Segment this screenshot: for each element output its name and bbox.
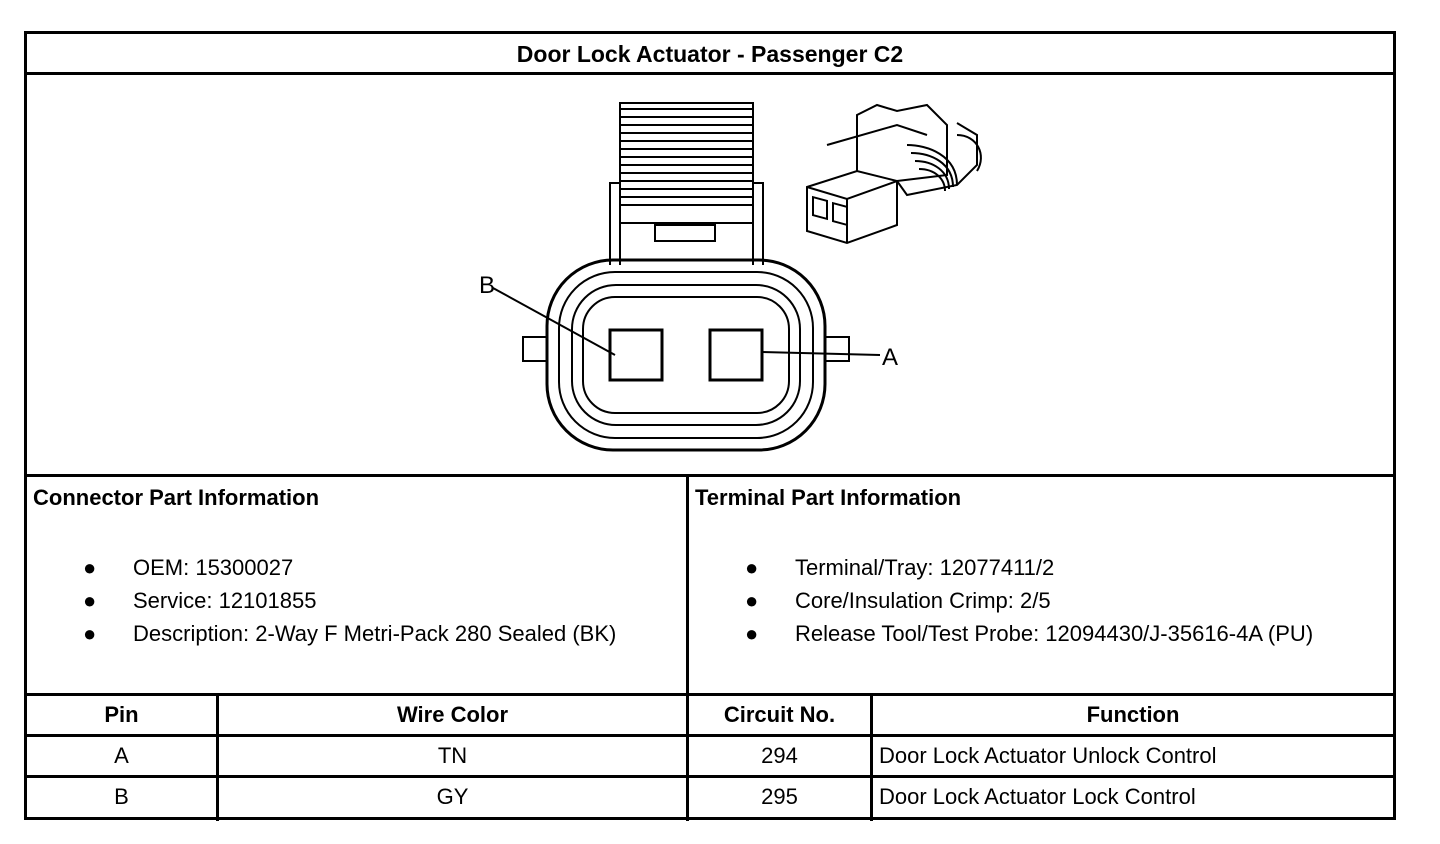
connector-seal [558,271,814,439]
connector-info-list: ● OEM: 15300027 ● Service: 12101855 ● De… [83,551,683,650]
connector-inner-face [582,296,790,414]
terminal-crimp-text: Core/Insulation Crimp: 2/5 [795,588,1051,613]
bullet-icon: ● [83,621,97,646]
connector-end-view-sheet: Door Lock Actuator - Passenger C2 [24,31,1396,821]
bullet-icon: ● [745,621,759,646]
connector-end-view-diagram: B A [479,102,982,452]
table-cell-function: Door Lock Actuator Unlock Control [879,743,1217,768]
connector-face-drawing [492,102,881,452]
bullet-icon: ● [83,555,97,580]
info-column-divider [686,477,689,821]
latch-tab [654,224,716,242]
table-top-border [27,693,1393,696]
connector-outer-shell [545,258,827,452]
table-cell-circuit: 294 [761,743,798,768]
list-item: ● OEM: 15300027 [83,551,683,584]
table-cell-pin: A [114,743,129,768]
page-title: Door Lock Actuator - Passenger C2 [516,41,904,67]
list-item: ● Release Tool/Test Probe: 12094430/J-35… [745,617,1395,650]
side-tab-left [522,336,548,362]
connector-oem-text: OEM: 15300027 [133,555,294,580]
title-divider [27,72,1393,75]
bullet-icon: ● [745,555,759,580]
table-cell-circuit: 295 [761,784,798,809]
connector-inner-wall [571,284,801,426]
bullet-icon: ● [83,588,97,613]
terminal-info-list: ● Terminal/Tray: 12077411/2 ● Core/Insul… [745,551,1395,650]
connector-description-text: Description: 2-Way F Metri-Pack 280 Seal… [133,621,617,646]
bullet-icon: ● [745,588,759,613]
table-col-divider-1 [216,696,219,821]
table-header-function: Function [1086,702,1180,727]
table-cell-wire-color: TN [437,743,468,768]
leader-line-b [492,287,616,356]
table-header-pin: Pin [104,702,139,727]
table-cell-function: Door Lock Actuator Lock Control [879,784,1196,809]
table-row-divider [27,775,1393,778]
terminal-tray-text: Terminal/Tray: 12077411/2 [795,555,1055,580]
table-header-circuit: Circuit No. [723,702,836,727]
terminal-info-heading: Terminal Part Information [695,485,962,510]
connector-isometric-view [806,103,982,245]
table-cell-wire-color: GY [436,784,469,809]
pin-cavity-a [708,328,764,382]
list-item: ● Core/Insulation Crimp: 2/5 [745,584,1395,617]
side-tab-right [824,336,850,362]
list-item: ● Description: 2-Way F Metri-Pack 280 Se… [83,617,683,650]
pin-label-b: B [479,272,495,299]
connector-service-text: Service: 12101855 [133,588,317,613]
leader-line-a [761,351,881,356]
connector-info-heading: Connector Part Information [33,485,320,510]
table-col-divider-3 [870,696,873,821]
table-cell-pin: B [114,784,129,809]
diagram-divider [27,474,1393,477]
pin-label-a: A [882,344,898,371]
list-item: ● Service: 12101855 [83,584,683,617]
table-header-divider [27,734,1393,737]
table-header-wire-color: Wire Color [396,702,509,727]
list-item: ● Terminal/Tray: 12077411/2 [745,551,1395,584]
terminal-release-tool-text: Release Tool/Test Probe: 12094430/J-3561… [795,621,1314,646]
pin-cavity-b [608,328,664,382]
